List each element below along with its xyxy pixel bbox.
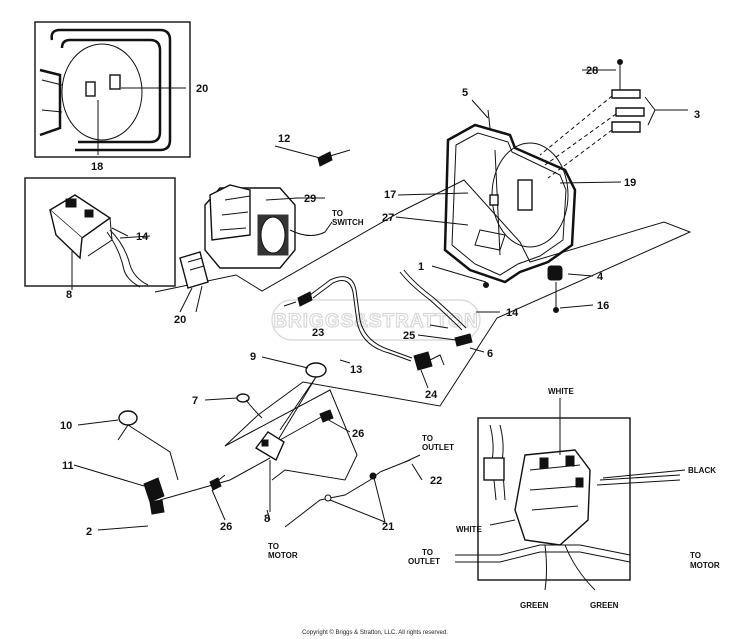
bushing-11 [143, 457, 271, 515]
fasteners [283, 149, 351, 307]
label-26-left: 26 [220, 521, 232, 533]
label-19: 19 [624, 177, 636, 189]
label-8-inset: 8 [66, 289, 72, 301]
callout-to-switch-2: SWITCH [332, 218, 364, 227]
label-11: 11 [62, 460, 74, 472]
grommet-4 [547, 265, 563, 313]
label-20-top: 20 [196, 83, 208, 95]
callout-to-outlet-2: OUTLET [422, 443, 454, 452]
inset-label-white-left: WHITE [456, 525, 482, 534]
lead-14 [399, 269, 473, 347]
inset-label-to-motor-1: TO [690, 551, 701, 560]
connector-24 [413, 351, 445, 371]
label-7: 7 [192, 395, 198, 407]
label-28: 28 [586, 65, 598, 77]
cap-9 [277, 362, 327, 441]
label-27: 27 [382, 212, 394, 224]
cord-13 [309, 276, 413, 362]
label-9: 9 [250, 351, 256, 363]
label-3: 3 [694, 109, 700, 121]
label-22: 22 [430, 475, 442, 487]
inset-label-white-top: WHITE [548, 387, 574, 396]
watermark-text: BRIGGS&STRATTON [273, 311, 478, 332]
label-12: 12 [278, 133, 290, 145]
label-13: 13 [350, 364, 362, 376]
label-23: 23 [312, 327, 324, 339]
label-1: 1 [418, 261, 424, 273]
housing-5 [443, 109, 577, 284]
label-2: 2 [86, 526, 92, 538]
label-24: 24 [425, 389, 438, 401]
callout-to-motor-2: MOTOR [268, 551, 298, 560]
brushes-3 [539, 59, 688, 179]
label-14: 14 [506, 307, 519, 319]
label-16: 16 [597, 300, 609, 312]
wiring-26-21-22 [209, 409, 421, 528]
inset-label-black: BLACK [688, 466, 716, 475]
knob-10 [117, 410, 179, 481]
label-25: 25 [403, 330, 415, 342]
inset-label-green-2: GREEN [590, 601, 619, 610]
label-6: 6 [487, 348, 493, 360]
bracket-20 [179, 251, 209, 313]
callout-to-motor-1: TO [268, 542, 279, 551]
watermark: BRIGGS&STRATTON [271, 299, 481, 341]
inset-label-to-outlet-2: OUTLET [408, 557, 440, 566]
wire-7 [236, 393, 263, 419]
label-20-bracket: 20 [174, 314, 186, 326]
inset-label-to-outlet-1: TO [422, 548, 433, 557]
inset-label-to-motor-2: MOTOR [690, 561, 720, 570]
callout-to-switch-1: TO [332, 209, 343, 218]
label-5: 5 [462, 87, 468, 99]
copyright-text: Copyright © Briggs & Stratton, LLC. All … [302, 629, 448, 636]
leader-lines [73, 69, 622, 531]
label-21: 21 [382, 521, 394, 533]
inset-label-green-1: GREEN [520, 601, 549, 610]
label-8: 8 [264, 513, 270, 525]
wiring-boundary [154, 179, 692, 481]
label-29: 29 [304, 193, 316, 205]
motor-29 [204, 184, 333, 269]
inset-wiring [455, 398, 686, 591]
label-26-right: 26 [352, 428, 364, 440]
inset-switch [24, 177, 176, 290]
label-17: 17 [384, 189, 396, 201]
label-14-inset: 14 [136, 231, 149, 243]
label-10: 10 [60, 420, 72, 432]
inset-shroud [34, 21, 191, 158]
label-18: 18 [91, 161, 103, 173]
switch-8 [254, 431, 285, 512]
label-4: 4 [597, 271, 604, 283]
callout-to-outlet-1: TO [422, 434, 433, 443]
